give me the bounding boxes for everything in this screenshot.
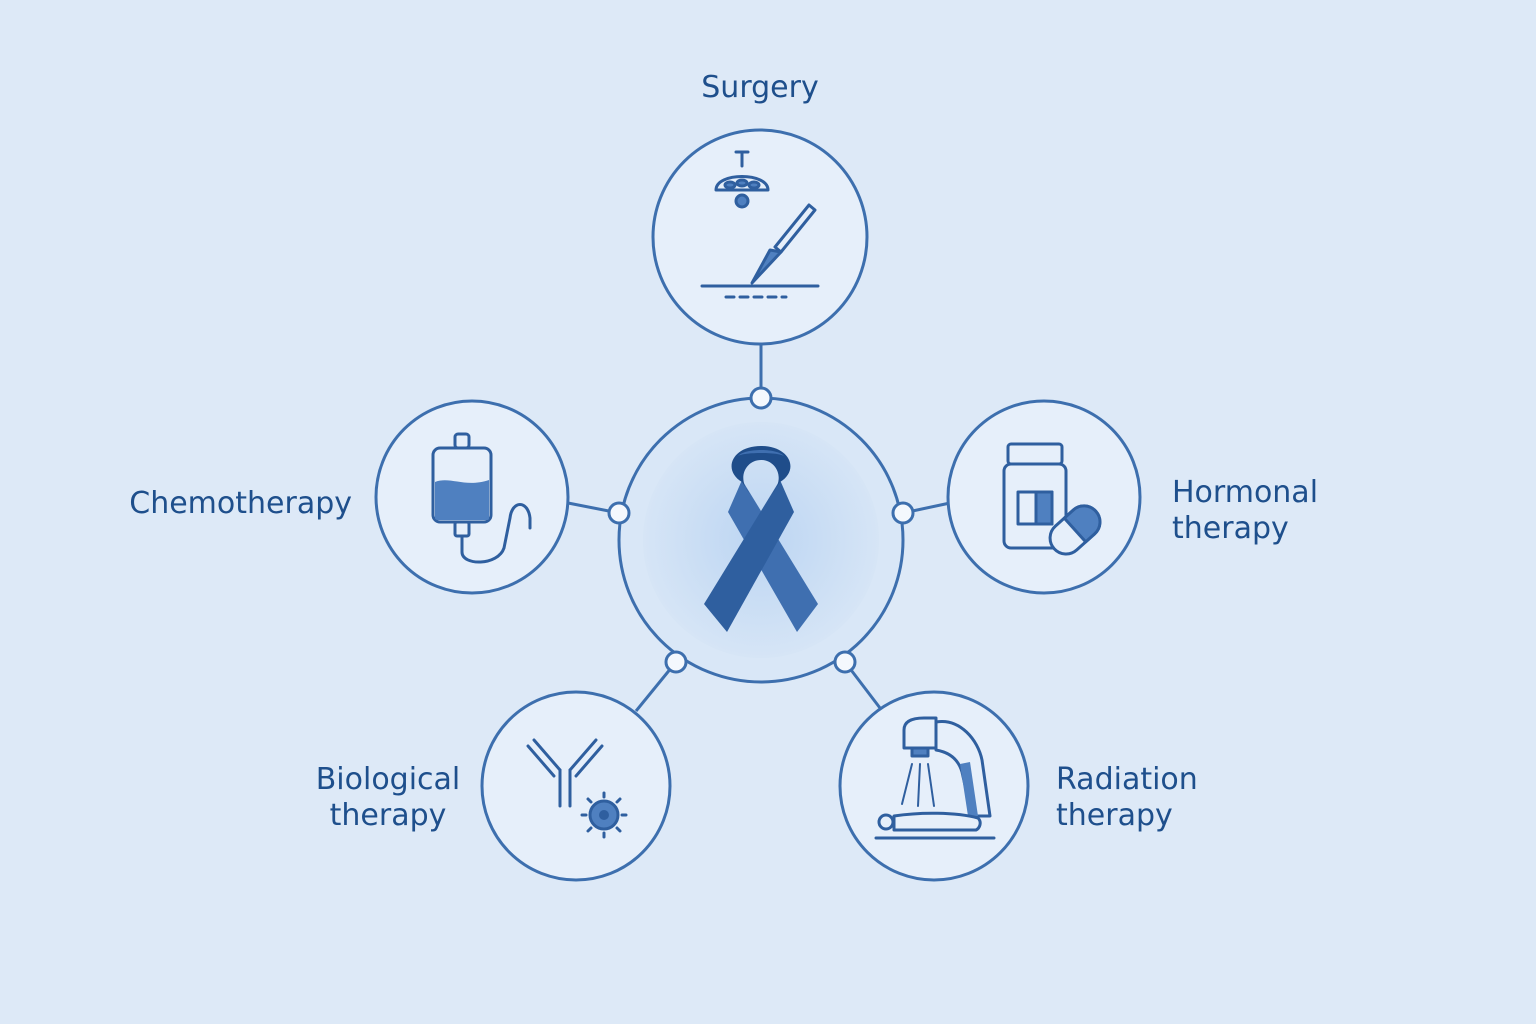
node-biological [480, 690, 672, 882]
dot-surgery [749, 386, 773, 410]
connector-dots [607, 386, 915, 674]
label-biological-line2: therapy [329, 798, 447, 833]
label-chemotherapy-line1: Chemotherapy [129, 486, 352, 521]
label-radiation-line2: therapy [1056, 798, 1173, 833]
label-chemotherapy: Chemotherapy [96, 486, 352, 522]
node-radiation [838, 690, 1030, 882]
dot-biological [664, 650, 688, 674]
iv-drip-bag-icon [431, 432, 532, 564]
label-radiation-line1: Radiation [1056, 762, 1198, 797]
dot-radiation [833, 650, 857, 674]
awareness-ribbon-icon [704, 446, 818, 632]
dot-chemotherapy [607, 501, 631, 525]
label-biological: Biological therapy [298, 762, 478, 834]
center-node [617, 396, 905, 684]
label-radiation: Radiation therapy [1056, 762, 1256, 834]
node-hormonal [946, 399, 1142, 595]
label-surgery: Surgery [660, 70, 860, 106]
label-surgery-line1: Surgery [701, 70, 819, 105]
node-chemotherapy [374, 399, 570, 595]
label-biological-line1: Biological [315, 762, 461, 797]
surgical-lamp-scalpel-icon [700, 150, 820, 299]
label-hormonal: Hormonal therapy [1172, 475, 1392, 547]
node-surgery [651, 128, 869, 346]
pill-bottle-capsule-icon [1002, 442, 1102, 556]
radiation-machine-patient-icon [874, 716, 996, 840]
label-hormonal-line2: therapy [1172, 511, 1289, 546]
dot-hormonal [891, 501, 915, 525]
label-hormonal-line1: Hormonal [1172, 475, 1319, 510]
antibody-cell-icon [526, 738, 628, 839]
